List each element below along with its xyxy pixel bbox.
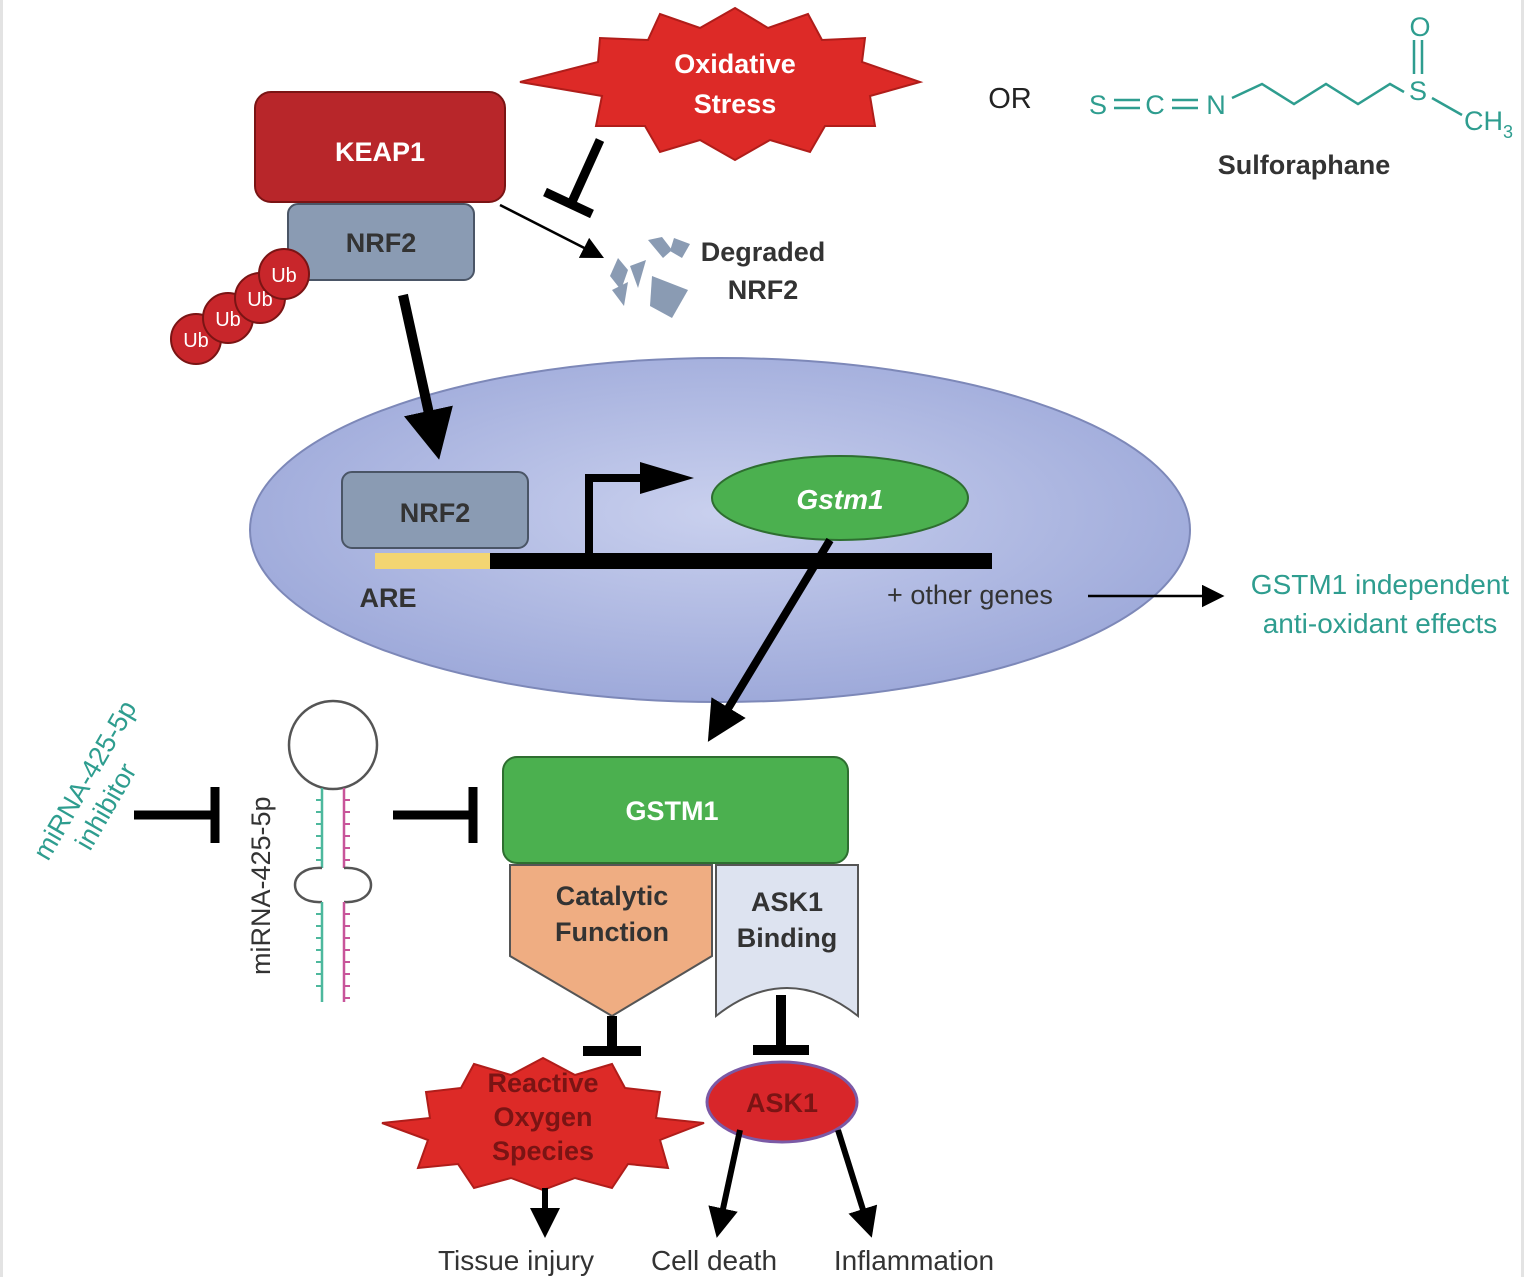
atom-ch3-subscript: 3 [1503,122,1513,142]
left-edge [0,0,3,1277]
sulforaphane-label: Sulforaphane [1218,150,1391,180]
ask1-to-cell-death-arrow [708,1129,743,1238]
mirna-label: miRNA-425-5p [246,796,276,975]
keap1-label: KEAP1 [335,137,425,167]
mirna-inhibits-gstm1 [393,787,478,843]
translocation-arrow [398,293,453,460]
ask1-binding-line2: Binding [737,923,837,953]
atom-ch3: CH [1464,106,1503,136]
are-segment [375,553,495,569]
ubiquitin-chain: Ub Ub Ub Ub [170,248,310,365]
catalytic-inhibits-ros [583,1016,641,1056]
stress-inhibition [543,138,605,219]
degraded-nrf2-line1: Degraded [701,237,826,267]
sulforaphane-structure: S C N S O CH 3 [1089,12,1513,142]
gstm1-protein-label: GSTM1 [625,796,718,826]
degraded-nrf2-line2: NRF2 [728,275,799,305]
ros-line2: Oxygen [493,1102,592,1132]
ub-label: Ub [183,330,209,352]
gstm1-protein: GSTM1 [502,756,849,864]
gstm1-gene-label: Gstm1 [796,484,883,515]
catalytic-function-shape: Catalytic Function [509,864,713,1018]
right-edge [1521,0,1524,1277]
oxidative-stress-shape [519,6,924,162]
nrf2-nucleus-label: NRF2 [400,498,471,528]
ros-burst: Reactive Oxygen Species [381,1056,705,1192]
ask1-node: ASK1 [705,1060,859,1144]
catalytic-function-line1: Catalytic [556,881,669,911]
inhibitor-block [134,787,220,843]
degraded-nrf2-fragments [610,237,690,318]
nrf2-nucleus-box: NRF2 [341,471,529,549]
atom-c: C [1145,90,1165,120]
gene-to-protein-arrow [707,537,834,742]
atom-n: N [1206,90,1226,120]
are-label: ARE [359,583,416,613]
transcription-start-arrow [585,474,640,553]
ask1-to-inflammation-arrow [835,1129,878,1238]
catalytic-function-line2: Function [555,917,669,947]
nrf2-cytoplasm-box: NRF2 [287,203,475,281]
atom-s2: S [1409,76,1427,106]
ub-bead: Ub [258,248,310,300]
oxidative-stress-line1: Oxidative [674,49,796,79]
keap1-box: KEAP1 [254,91,506,203]
ub-label: Ub [247,289,273,311]
ask1-label: ASK1 [746,1088,818,1118]
or-label: OR [988,83,1032,115]
mirna-hairpin [287,699,379,1002]
inflammation-label: Inflammation [834,1245,994,1276]
ros-line1: Reactive [487,1068,598,1098]
ask1-binding-shape: ASK1 Binding [715,864,859,1019]
atom-s1: S [1089,90,1107,120]
oxidative-stress-burst: Oxidative Stress [519,6,924,162]
gstm1-gene: Gstm1 [711,455,969,541]
cell-death-label: Cell death [651,1245,777,1276]
transcription-arrowhead [640,462,694,494]
ros-line3: Species [492,1136,594,1166]
atom-o: O [1409,12,1430,42]
ub-label: Ub [215,309,241,331]
degradation-arrow [499,203,605,259]
binding-inhibits-ask1 [753,995,809,1055]
ask1-binding-line1: ASK1 [751,887,823,917]
independent-effects-line1: GSTM1 independent [1251,569,1510,600]
ub-label: Ub [271,265,297,287]
tissue-injury-label: Tissue injury [438,1245,594,1276]
other-genes-label: + other genes [887,580,1053,610]
nrf2-cytoplasm-label: NRF2 [346,228,417,258]
oxidative-stress-line2: Stress [694,89,777,119]
dna-strand [490,553,992,569]
mirna-inhibitor-label: miRNA-425-5p inhibitor [27,695,142,865]
independent-effects-line2: anti-oxidant effects [1263,608,1498,639]
